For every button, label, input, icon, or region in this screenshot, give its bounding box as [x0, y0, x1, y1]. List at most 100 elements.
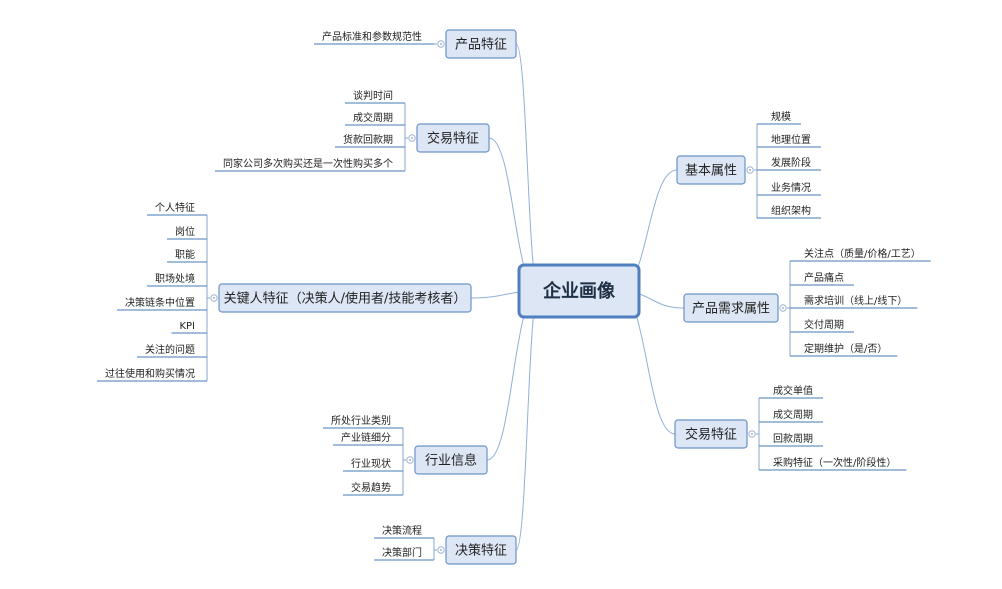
leaf-item[interactable]: 决策部门: [374, 546, 434, 561]
collapse-toggle-icon[interactable]: [779, 304, 787, 312]
leaf-item[interactable]: 交付周期: [790, 318, 854, 333]
leaf-label: 成交周期: [353, 111, 393, 124]
leaf-item[interactable]: 成交周期: [759, 408, 823, 423]
leaf-label: 过往使用和购买情况: [105, 367, 195, 380]
leaf-item[interactable]: 需求培训（线上/线下）: [790, 294, 918, 309]
leaf-label: 产品痛点: [804, 271, 844, 284]
collapse-toggle-icon[interactable]: [437, 546, 445, 554]
leaf-label: 规模: [771, 110, 791, 123]
leaf-label: 决策部门: [382, 546, 422, 559]
leaf-label: 交易趋势: [351, 481, 391, 494]
leaf-label: 关注的问题: [145, 343, 195, 356]
leaf-item[interactable]: 货款回款期: [335, 133, 405, 148]
branch-product-feature[interactable]: 产品特征 产品标准和参数规范性: [314, 29, 517, 59]
leaf-label: 采购特征（一次性/阶段性）: [773, 456, 896, 469]
leaf-item[interactable]: 谈判时间: [345, 89, 405, 104]
leaf-label: 行业现状: [351, 457, 391, 470]
leaf-item[interactable]: 地理位置: [757, 133, 821, 148]
leaf-label: 成交周期: [773, 408, 813, 421]
leaf-item[interactable]: 规模: [757, 110, 801, 125]
branch-label: 产品特征: [455, 38, 507, 53]
branch-box: [445, 29, 517, 59]
leaf-item[interactable]: 决策流程: [374, 524, 434, 539]
leaf-item[interactable]: 关注的问题: [137, 343, 207, 358]
leaf-item[interactable]: 发展阶段: [757, 156, 821, 171]
root-label: 企业画像: [542, 280, 616, 302]
branch-label: 关键人特征（决策人/使用者/技能考核者）: [224, 291, 467, 307]
leaf-label: 谈判时间: [353, 89, 393, 102]
collapse-toggle-icon[interactable]: [746, 166, 754, 174]
leaf-item[interactable]: KPI: [171, 321, 207, 334]
leaf-label: 货款回款期: [343, 133, 393, 146]
leaf-label: 个人特征: [155, 202, 195, 214]
leaf-item[interactable]: 个人特征: [147, 202, 207, 216]
leaf-item[interactable]: 过往使用和购买情况: [97, 367, 207, 382]
branch-label: 决策特征: [455, 543, 507, 559]
branch-label: 产品需求属性: [692, 302, 770, 317]
branch-box: [416, 123, 490, 153]
leaf-item[interactable]: 职场处境: [147, 272, 207, 287]
leaf-item[interactable]: 同家公司多次购买还是一次性购买多个: [215, 157, 405, 172]
leaf-item[interactable]: 产品标准和参数规范性: [314, 30, 434, 45]
branch-label: 交易特征: [685, 427, 737, 443]
leaf-item[interactable]: 岗位: [167, 225, 207, 240]
leaf-item[interactable]: 成交单值: [759, 384, 823, 399]
leaf-label: 同家公司多次购买还是一次性购买多个: [223, 157, 393, 170]
leaf-item[interactable]: 产品痛点: [790, 271, 854, 286]
leaf-label: 需求培训（线上/线下）: [804, 294, 907, 307]
branch-box: [676, 155, 746, 185]
leaf-item[interactable]: 业务情况: [757, 181, 821, 196]
leaf-item[interactable]: 决策链条中位置: [117, 296, 207, 311]
leaf-label: 职场处境: [155, 272, 195, 285]
leaves-product-feature: 产品标准和参数规范性: [314, 30, 437, 45]
collapse-toggle-icon[interactable]: [210, 294, 218, 302]
collapse-toggle-icon[interactable]: [406, 456, 414, 464]
root-edge-product-feature: [515, 43, 540, 292]
leaf-label: 定期维护（是/否）: [804, 342, 887, 355]
leaf-label: 关注点（质量/价格/工艺）: [804, 247, 921, 260]
leaf-label: 决策链条中位置: [125, 296, 195, 309]
branch-box: [414, 445, 488, 475]
leaf-item[interactable]: 组织架构: [757, 204, 821, 219]
leaf-label: 职能: [175, 248, 195, 261]
collapse-toggle-icon[interactable]: [408, 134, 416, 142]
leaf-item[interactable]: 所处行业类别: [323, 414, 403, 429]
leaf-label: 产品标准和参数规范性: [322, 30, 422, 43]
leaf-item[interactable]: 行业现状: [343, 457, 403, 472]
leaf-label: 交付周期: [804, 318, 844, 331]
leaf-label: 组织架构: [771, 204, 811, 217]
root-box: [517, 263, 641, 319]
leaf-label: 产业链细分: [341, 431, 391, 444]
leaf-item[interactable]: 采购特征（一次性/阶段性）: [759, 456, 907, 471]
leaf-item[interactable]: 职能: [167, 248, 207, 263]
root-node[interactable]: 企业画像: [517, 263, 641, 319]
collapse-toggle-icon[interactable]: [748, 430, 756, 438]
collapse-toggle-icon[interactable]: [437, 40, 445, 48]
leaf-label: 决策流程: [382, 524, 422, 537]
nodes: 产品特征产品标准和参数规范性交易特征谈判时间成交周期货款回款期同家公司多次购买还…: [97, 29, 931, 565]
leaf-label: KPI: [179, 321, 195, 332]
leaf-label: 回款周期: [773, 432, 813, 445]
leaf-item[interactable]: 关注点（质量/价格/工艺）: [790, 247, 931, 262]
leaf-item[interactable]: 交易趋势: [343, 481, 403, 496]
leaf-item[interactable]: 定期维护（是/否）: [790, 342, 898, 357]
leaf-item[interactable]: 成交周期: [345, 111, 405, 126]
leaf-item[interactable]: 产业链细分: [333, 431, 403, 446]
leaf-item[interactable]: 回款周期: [759, 432, 823, 447]
leaf-label: 岗位: [175, 225, 195, 238]
